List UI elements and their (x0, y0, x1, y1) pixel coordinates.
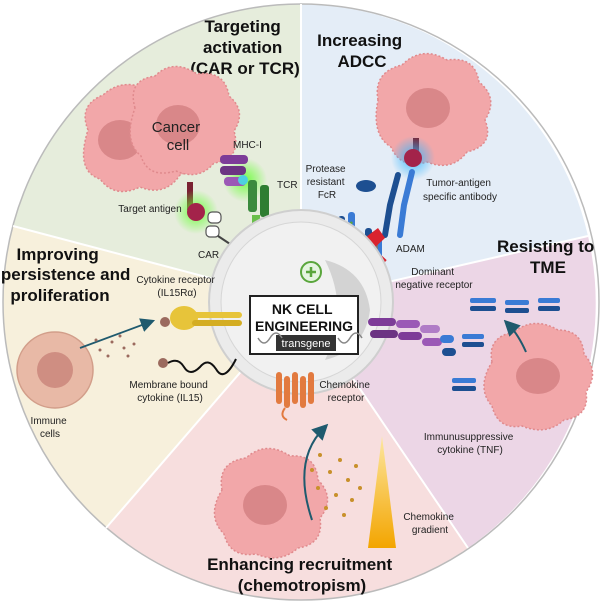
label-cancer-cell: Cancer cell (152, 119, 205, 154)
label-mhc: MHC-I (233, 140, 262, 151)
label-tcr: TCR (277, 180, 298, 191)
transgene-label: transgene (282, 338, 331, 350)
label-fcr: Protease resistant FcR (306, 164, 349, 201)
header-targeting: Targeting activation (CAR or TCR) (190, 17, 300, 78)
immune-cell (16, 318, 156, 409)
target-antigen (174, 182, 218, 234)
chemokine-receptor (276, 372, 314, 421)
label-immune-cells: Immune cells (31, 416, 70, 440)
label-target-antigen: Target antigen (118, 204, 181, 215)
label-chemokine-gradient: Chemokine gradient (403, 512, 456, 536)
label-car: CAR (198, 250, 219, 261)
header-adcc: Increasing ADCC (317, 31, 407, 71)
adcc-cancer-cell (375, 52, 492, 180)
recruitment-cancer-cell (213, 447, 329, 559)
tme-cancer-cell (483, 319, 594, 431)
membrane-cytokine (158, 358, 237, 376)
header-persistence: Improving persistence and proliferation (1, 245, 135, 305)
label-membrane-cytokine: Membrane bound cytokine (IL15) (129, 380, 210, 404)
header-recruitment: Enhancing recruitment (chemotropism) (207, 555, 397, 595)
label-tumor-antibody: Tumor-antigen specific antibody (423, 178, 497, 203)
cytokine-receptor (160, 306, 242, 330)
tumor-antibody (356, 169, 415, 238)
label-immunosuppressive: Immunusuppressive cytokine (TNF) (424, 432, 516, 456)
tnf-molecules (452, 298, 560, 391)
dominant-negative-receptor (368, 318, 456, 356)
cancer-cell-cluster (82, 65, 241, 193)
center-title: NK CELL ENGINEERING (255, 301, 353, 334)
label-chemokine-receptor: Chemokine receptor (319, 380, 372, 404)
header-tme: Resisting to TME (497, 237, 599, 277)
label-adam: ADAM (396, 244, 425, 255)
recruitment-arrow (303, 423, 329, 521)
chemokine-dots (310, 453, 362, 517)
center-box: NK CELL ENGINEERING transgene (249, 295, 363, 355)
label-dominant-negative: Dominant negative receptor (395, 267, 473, 291)
chemokine-gradient-triangle (368, 436, 396, 548)
label-cytokine-receptor: Cytokine receptor (IL15Rα) (136, 275, 217, 299)
